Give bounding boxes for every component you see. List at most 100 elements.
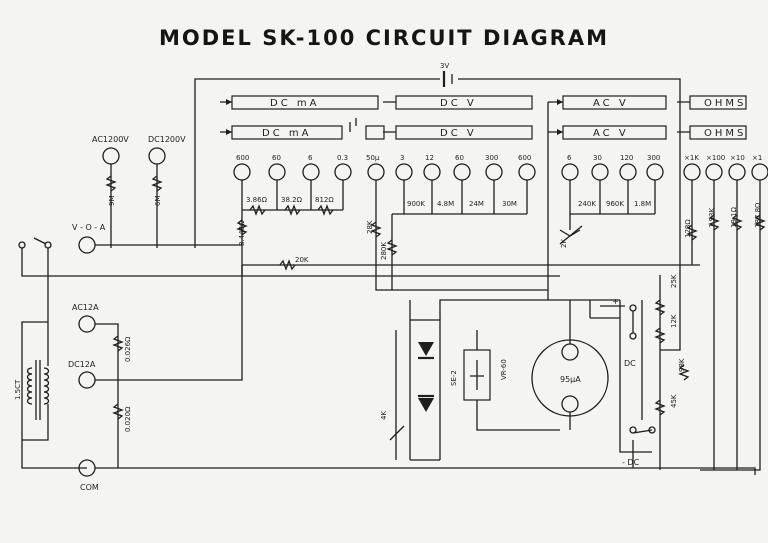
ohms-range-x100: ×100 (706, 154, 725, 162)
dcv-range-300: 300 (485, 154, 498, 162)
dcv-range-12: 12 (425, 154, 434, 162)
res-8.448: 8.448Ω (238, 220, 246, 246)
ac12a-jack (78, 315, 96, 333)
res-128: 128Ω (684, 219, 692, 238)
dc-ma-small-box (365, 125, 385, 140)
acv-contact-30 (591, 163, 609, 181)
acv-range-contacts: 6 30 120 300 240K 960K 1.8M 2K (439, 102, 664, 320)
switch-contact-1 (629, 304, 637, 312)
res-6m: 6M (154, 196, 162, 207)
meter-bottom-terminal (561, 395, 579, 413)
shunt-812: 812Ω (315, 196, 334, 204)
ohms-range-x1k: ×1K (684, 154, 699, 162)
dc12a-label: DC12A (68, 360, 96, 369)
vdma-jack (78, 236, 96, 254)
ohms-contact-x100 (705, 163, 723, 181)
acv-res-240k: 240K (578, 200, 596, 208)
dc1200v-jack (148, 147, 166, 165)
dc-ma-label-1: DC mA (270, 98, 319, 109)
com-label: COM (80, 483, 99, 492)
dc-ma-label-2: DC mA (262, 128, 311, 139)
dcma-contact-6 (302, 163, 320, 181)
dcv-contact-3 (395, 163, 413, 181)
dcma-contact-600 (233, 163, 251, 181)
ohms-label-2: OHMS (704, 128, 746, 139)
ohms-range-contacts: ×1K ×100 ×10 ×1 128Ω 1.93K 19.1Ω 187.8Ω (683, 154, 768, 471)
dcv-range-contacts: 3 12 60 300 600 900K 4.8M 24M 30M 28K 28… (366, 154, 548, 291)
ac1200v-label: AC1200V (92, 135, 129, 144)
dcv-contact-300 (485, 163, 503, 181)
res-45k: 45K (670, 394, 678, 408)
acv-res-1.8m: 1.8M (634, 200, 651, 208)
res-0.020: 0.020Ω (124, 406, 132, 432)
varistor-label: VR-60 (500, 359, 508, 380)
res-1.93k: 1.93K (708, 207, 716, 228)
acv-range-120: 120 (620, 154, 633, 162)
res-4k: 4K (380, 411, 388, 420)
ohms-contact-x10 (728, 163, 746, 181)
dcma-range-contacts: 600 60 6 0.3 50μ 3.86Ω 38.2Ω 812Ω 8.448Ω (233, 154, 700, 266)
dcv-range-3: 3 (400, 154, 404, 162)
res-25k: 25K (670, 274, 678, 288)
res-12k: 12K (670, 314, 678, 328)
dc12a-jack (78, 371, 96, 389)
ohms-label-1: OHMS (704, 98, 746, 109)
ac-v-label-2: AC V (593, 128, 629, 139)
acv-range-6: 6 (567, 154, 572, 162)
dcv-res-24m: 24M (469, 200, 484, 208)
vdma-label: V - O - A (72, 223, 106, 232)
battery: 3V (194, 62, 681, 248)
dc-v-label-1: DC V (440, 98, 477, 109)
input-section: AC1200V DC1200V 9M 6M V - O - A 20K (18, 135, 560, 277)
res-9m: 9M (108, 196, 116, 207)
meter-label: 95μA (560, 375, 581, 384)
res-19.1: 19.1Ω (730, 206, 738, 228)
switch-contact-2 (629, 332, 637, 340)
acv-res-960k: 960K (606, 200, 624, 208)
selector-switch-b (44, 241, 52, 249)
res-0.026: 0.026Ω (124, 336, 132, 362)
diode-label: SE-2 (450, 370, 458, 386)
dcma-range-6: 6 (308, 154, 313, 162)
dcma-contact-60 (268, 163, 286, 181)
dcv-res-900k: 900K (407, 200, 425, 208)
acv-range-30: 30 (593, 154, 602, 162)
battery-label: 3V (440, 62, 449, 70)
selector-switch-a (18, 241, 26, 249)
acv-contact-300 (646, 163, 664, 181)
ac-v-label-1: AC V (593, 98, 629, 109)
res-280k: 280K (380, 242, 388, 260)
function-switch: + DC - DC 25K 12K 45K 98K (589, 120, 690, 470)
dc-label: DC (624, 359, 636, 368)
acv-range-300: 300 (647, 154, 660, 162)
meter-section: SE-2 4K VR-60 95μA (380, 300, 609, 461)
shunt-3.86: 3.86Ω (246, 196, 268, 204)
diode-1 (418, 342, 434, 356)
dc-v-label-2: DC V (440, 128, 477, 139)
dcma-range-60: 60 (272, 154, 281, 162)
res-187.8: 187.8Ω (754, 202, 762, 228)
dcv-res-30m: 30M (502, 200, 517, 208)
res-98k: 98K (678, 358, 686, 372)
dcma-range-0.3: 0.3 (337, 154, 348, 162)
diode-2 (418, 398, 434, 412)
dcv-res-4.8m: 4.8M (437, 200, 454, 208)
dcma-contact-50u (367, 163, 385, 181)
dcv-range-600: 600 (518, 154, 531, 162)
dcv-contact-60 (453, 163, 471, 181)
dcv-contact-12 (423, 163, 441, 181)
dcma-range-50u: 50μ (366, 154, 380, 162)
res-2k: 2K (560, 239, 568, 248)
range-switch-boxes: DC mA DC V AC V OHMS DC mA DC V AC V OHM… (220, 95, 747, 140)
switch-label-plus: + (612, 297, 619, 306)
dcma-contact-0.3 (334, 163, 352, 181)
ohms-range-x10: ×10 (730, 154, 745, 162)
diagram-title: MODEL SK-100 CIRCUIT DIAGRAM (158, 26, 610, 50)
shunt-38.2: 38.2Ω (281, 196, 303, 204)
meter-top-terminal (561, 343, 579, 361)
res-20k: 20K (295, 256, 309, 264)
minus-dc-label: - DC (622, 458, 640, 467)
ac1200v-jack (102, 147, 120, 165)
